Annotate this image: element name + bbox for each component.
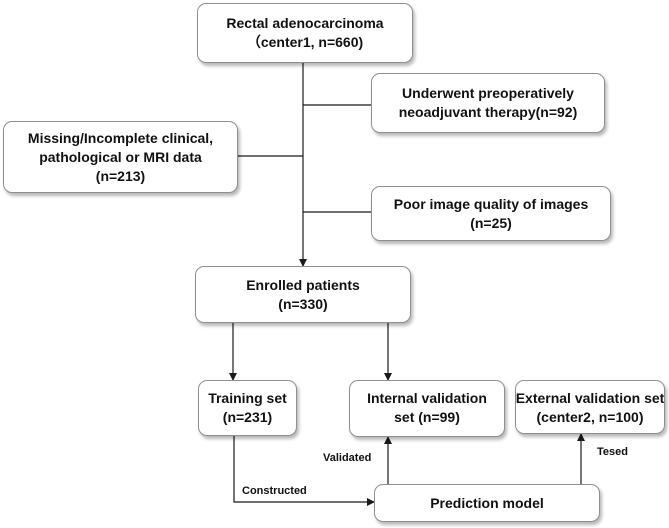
exclusion-neoadjuvant-line1: Underwent preoperatively [402,85,574,101]
training-box: Training set (n=231) [198,380,297,436]
internal-line2: set (n=99) [394,409,460,425]
edge-label-constructed: Constructed [242,485,307,497]
external-line1: External validation set [515,390,665,406]
exclusion-missing-line1: Missing/Incomplete clinical, [27,129,214,146]
start-box-line1: Rectal adenocarcinoma [226,15,384,31]
external-validation-box: External validation set (center2, n=100) [515,380,665,434]
edge-label-validated: Validated [323,452,372,464]
enrolled-line2: (n=330) [278,295,328,312]
training-line1: Training set [208,390,287,406]
start-box-line2: （center1, n=660) [246,34,364,50]
exclusion-image-line2: (n=25) [470,214,512,231]
exclusion-missing-box: Missing/Incomplete clinical, pathologica… [3,121,238,193]
prediction-model-box: Prediction model [374,484,600,522]
model-line1: Prediction model [430,494,544,511]
training-line2: (n=231) [222,409,273,425]
arrow-constructed [233,436,375,506]
external-line2: (center2, n=100) [536,409,644,425]
internal-line1: Internal validation [367,390,487,406]
exclusion-missing-line2: pathological or MRI data [39,148,202,165]
exclusion-missing-line3: (n=213) [95,167,146,184]
edge-label-tested: Tesed [597,446,628,458]
internal-validation-box: Internal validation set (n=99) [349,380,505,437]
exclusion-neoadjuvant-box: Underwent preoperatively neoadjuvant the… [371,73,605,133]
exclusion-image-box: Poor image quality of images (n=25) [371,186,611,241]
exclusion-image-line1: Poor image quality of images [393,195,589,212]
start-box: Rectal adenocarcinoma （center1, n=660) [197,3,413,63]
exclusion-neoadjuvant-line2: neoadjuvant therapy(n=92) [398,104,578,120]
enrolled-line1: Enrolled patients [246,276,360,293]
enrolled-box: Enrolled patients (n=330) [195,266,411,323]
